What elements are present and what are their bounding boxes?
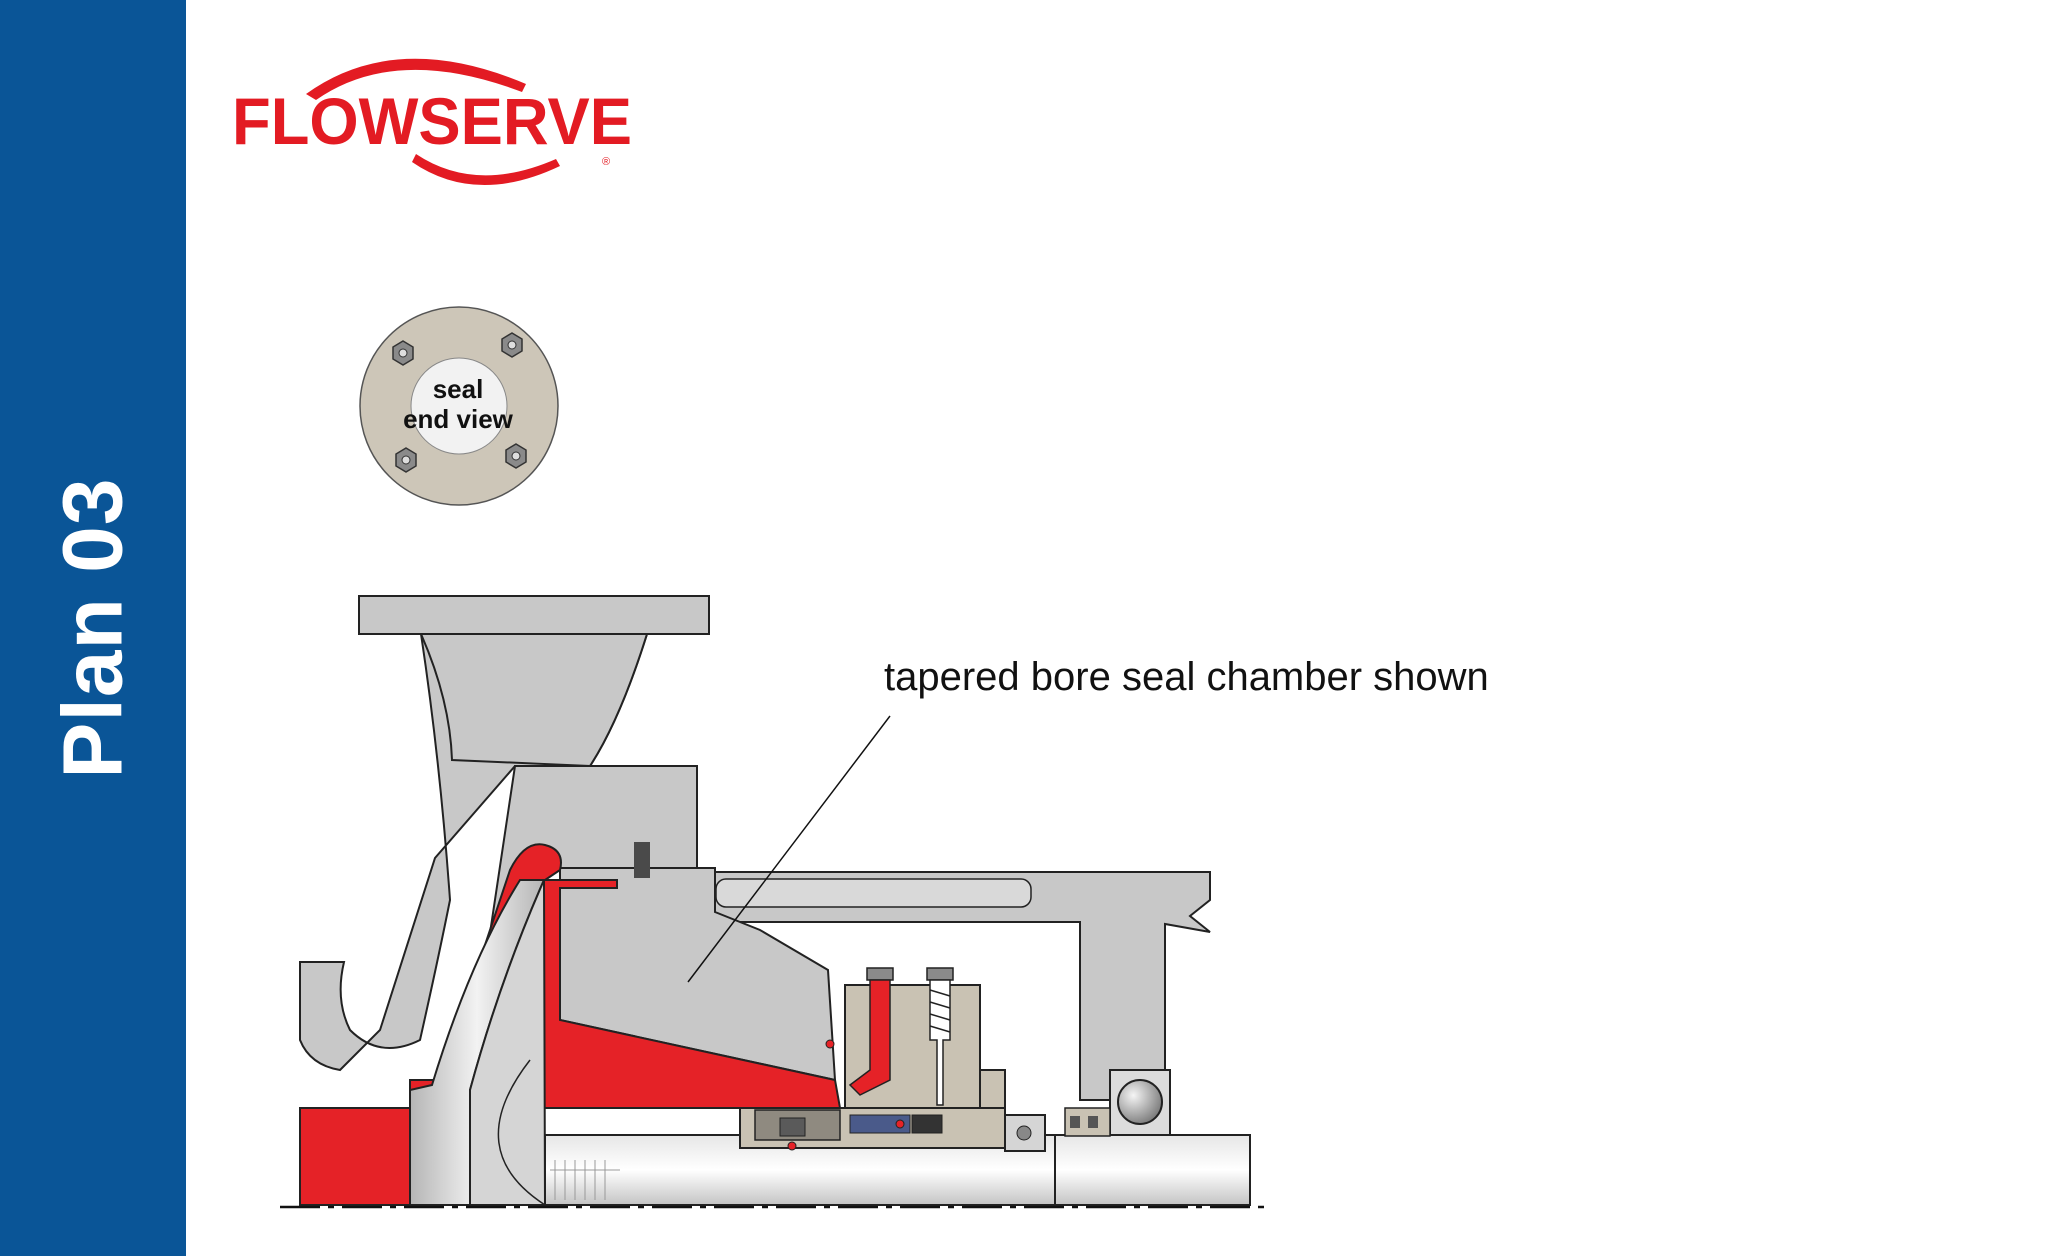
chamber-step (634, 842, 650, 878)
bolt-icon (395, 447, 417, 473)
sidebar-band: Plan 03 (0, 0, 186, 1256)
seal-face-dark (911, 1114, 943, 1134)
flush-passage-red (848, 979, 891, 1096)
seal-collar (1004, 1114, 1046, 1152)
end-view-label-line1: seal (433, 374, 484, 404)
end-view-label-line2: end view (403, 404, 514, 434)
seal-spring (779, 1117, 806, 1137)
logo-swoosh-bottom (412, 154, 560, 186)
callout-label: tapered bore seal chamber shown (884, 655, 1489, 699)
discharge-flange (358, 595, 710, 635)
o-ring-icon (825, 1039, 835, 1049)
end-view-bore (410, 357, 508, 455)
volute-discharge-neck (419, 633, 649, 768)
logo-wordmark: FLOWSERVE (232, 84, 632, 158)
bearing-ball (1117, 1079, 1163, 1125)
o-ring-icon (787, 1141, 797, 1151)
set-screw-icon (1016, 1125, 1032, 1141)
seal-end-view: seal end view (359, 306, 559, 506)
flush-port-right (926, 967, 954, 1106)
bolt-icon (505, 443, 527, 469)
impeller-hub (469, 879, 547, 1206)
impeller-hub-curve (497, 1059, 546, 1206)
bearing (1064, 1069, 1171, 1137)
bolt-icon (501, 332, 523, 358)
callout-leader (687, 715, 891, 983)
logo-trademark: ® (602, 156, 610, 168)
seal-face-blue (849, 1114, 911, 1134)
flush-port-left (866, 967, 894, 981)
mechanical-seal-cartridge (739, 967, 1046, 1152)
bolt-icon (392, 340, 414, 366)
logo-swoosh-top (306, 58, 526, 100)
o-ring-icon (895, 1119, 905, 1129)
gland-bolt-face (979, 1069, 1006, 1111)
flowserve-logo: FLOWSERVE ® (232, 58, 632, 186)
shaft-threads (550, 1160, 620, 1200)
